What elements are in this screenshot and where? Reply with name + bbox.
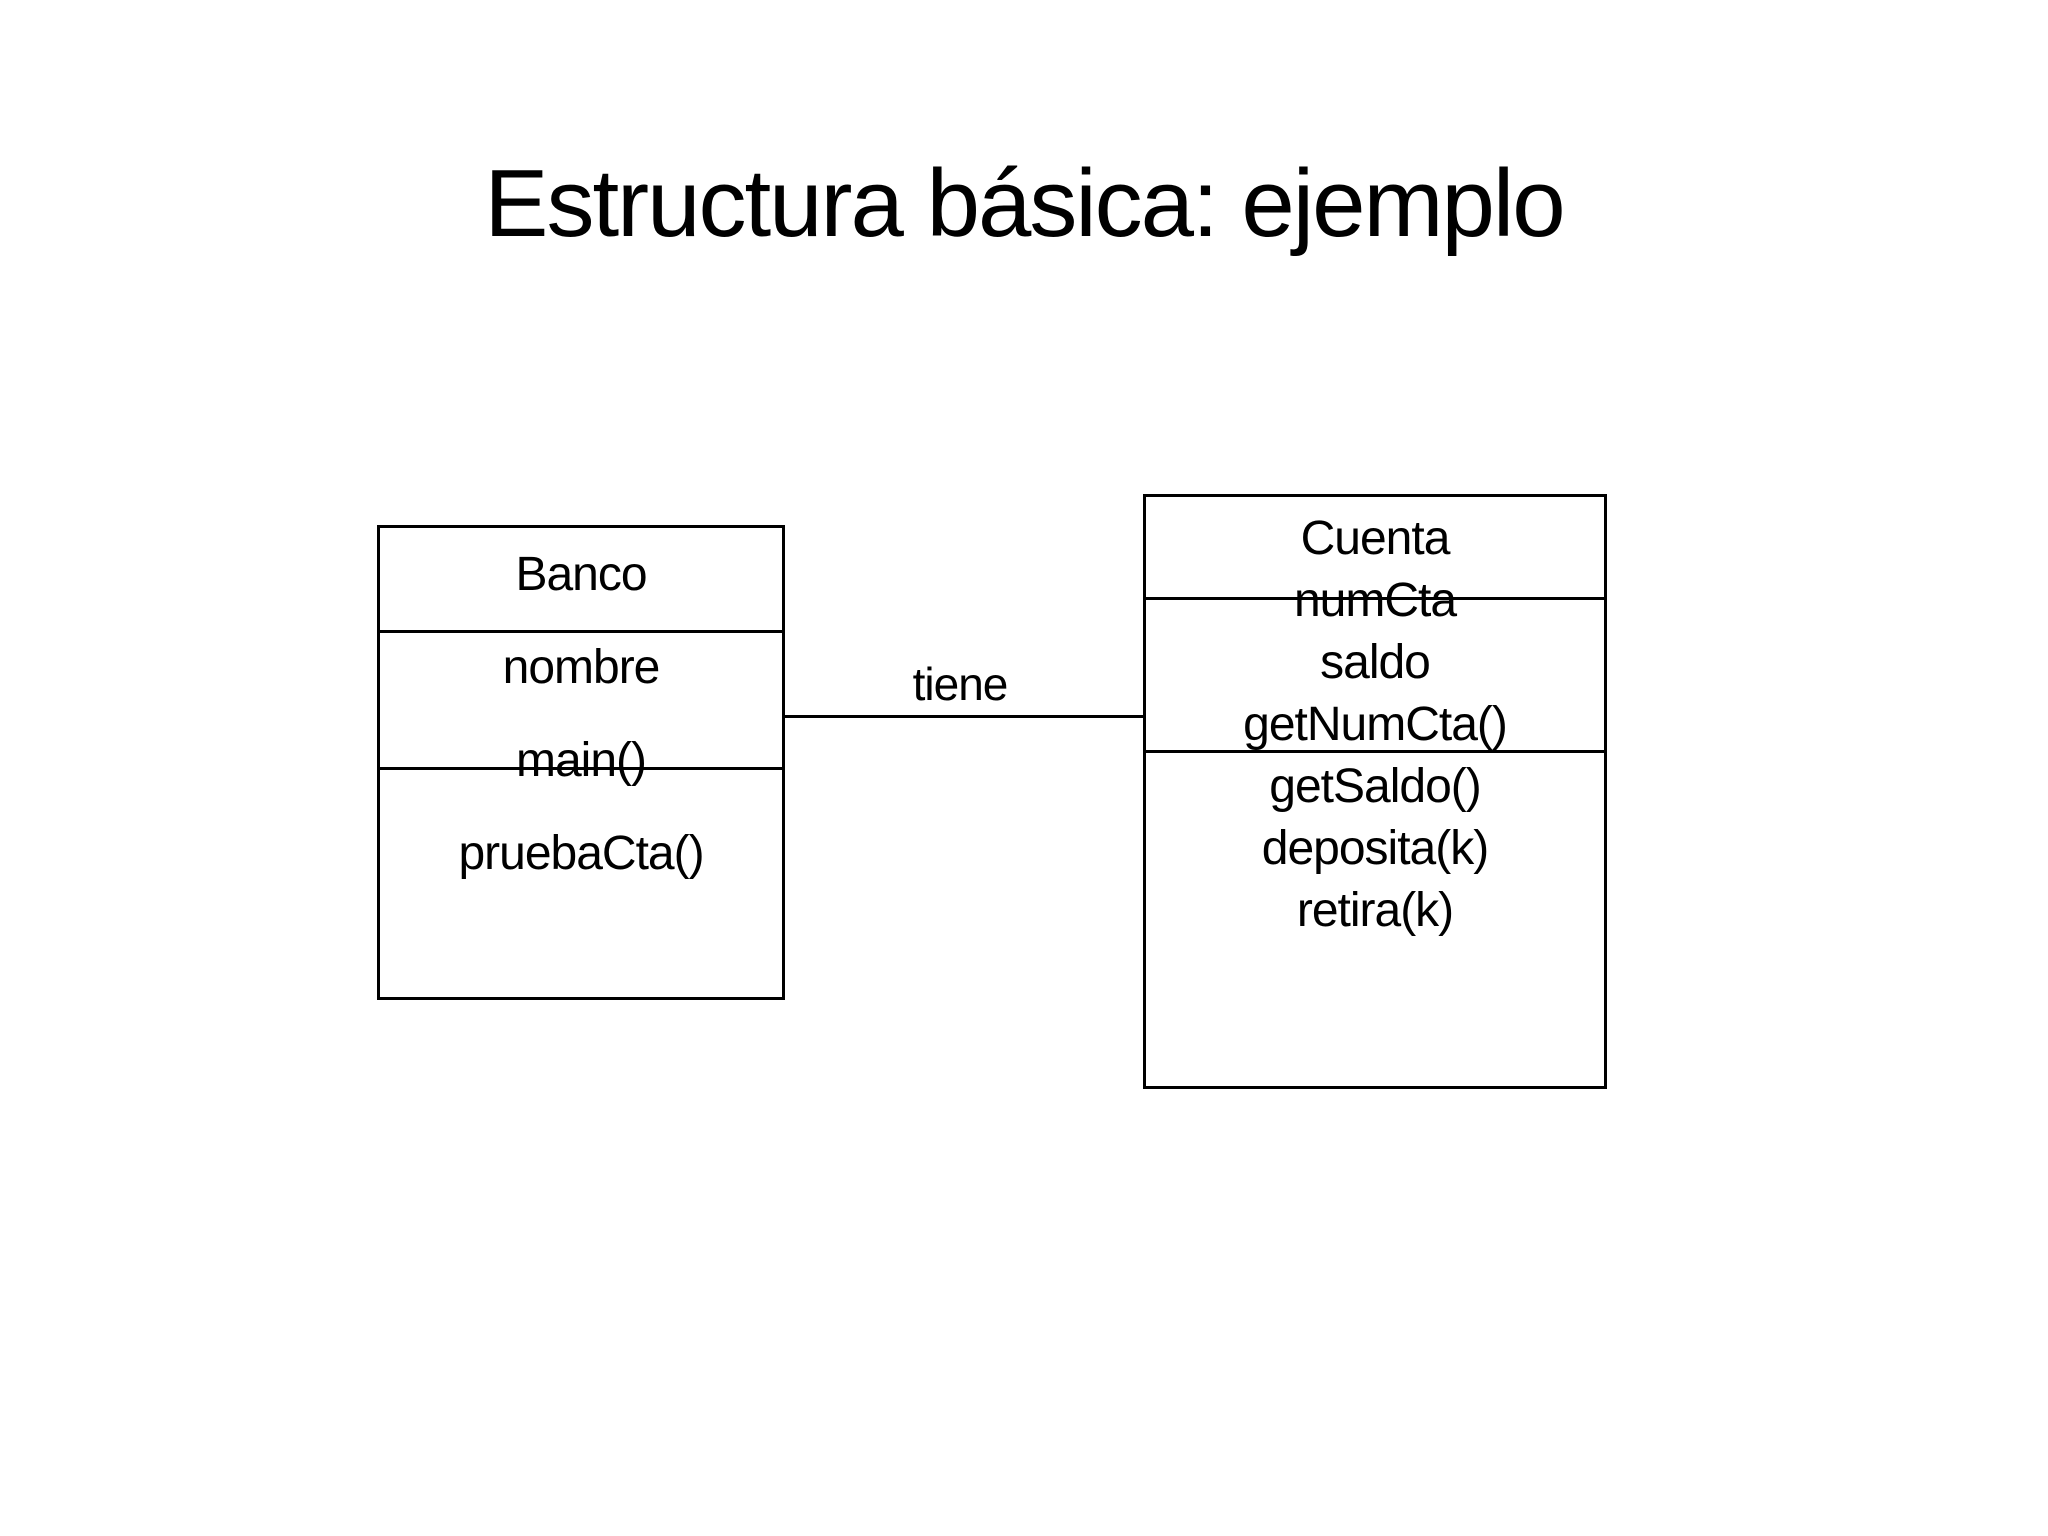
cuenta-compartment-divider-1 xyxy=(1146,597,1604,600)
cuenta-member: getSaldo() xyxy=(1269,760,1481,813)
banco-compartment-divider-1 xyxy=(380,630,782,633)
slide-title: Estructura básica: ejemplo xyxy=(484,150,1565,257)
association-label: tiene xyxy=(912,658,1009,710)
uml-class-box-banco: Banco nombre main() pruebaCta() xyxy=(377,525,785,1000)
cuenta-text-stack: Cuenta numCta saldo getNumCta() getSaldo… xyxy=(1146,508,1604,942)
uml-class-box-cuenta: Cuenta numCta saldo getNumCta() getSaldo… xyxy=(1143,494,1607,1089)
banco-member: nombre xyxy=(502,641,661,694)
banco-member: main() xyxy=(515,734,647,787)
banco-member: pruebaCta() xyxy=(458,827,704,880)
banco-compartment-divider-2 xyxy=(380,767,782,770)
cuenta-member: deposita(k) xyxy=(1261,822,1489,875)
cuenta-class-name: Cuenta xyxy=(1300,512,1451,565)
cuenta-member: saldo xyxy=(1320,636,1431,689)
cuenta-member: getNumCta() xyxy=(1243,698,1508,751)
banco-class-name: Banco xyxy=(515,548,647,601)
association-line xyxy=(785,715,1143,718)
banco-text-stack: Banco nombre main() pruebaCta() xyxy=(380,528,782,900)
cuenta-member: numCta xyxy=(1293,574,1457,627)
cuenta-compartment-divider-2 xyxy=(1146,750,1604,753)
cuenta-member: retira(k) xyxy=(1296,884,1454,937)
